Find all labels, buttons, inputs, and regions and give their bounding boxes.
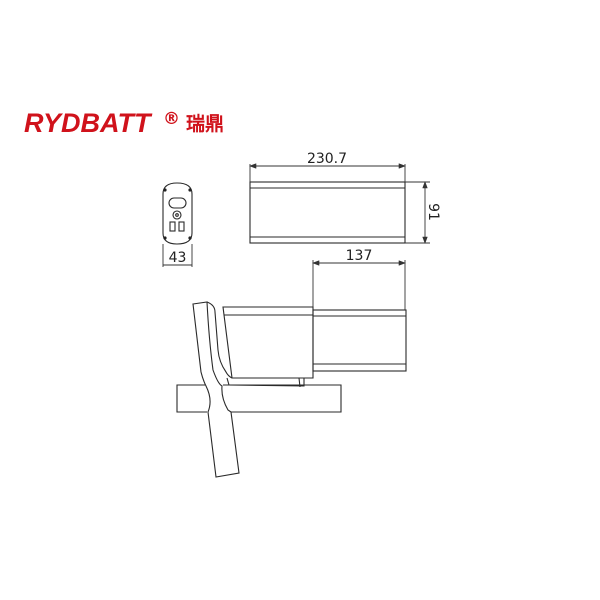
mounted-view: 137 xyxy=(176,248,407,478)
length-dimension: 230.7 xyxy=(307,151,347,167)
width-dimension: 43 xyxy=(169,250,187,266)
height-dimension: 91 xyxy=(425,203,441,221)
end-view: 43 xyxy=(162,182,193,267)
logo-chinese: 瑞鼎 xyxy=(186,112,224,135)
side-view: 230.7 91 xyxy=(249,151,441,244)
logo-brand: RYDBATT xyxy=(24,108,153,138)
mount-length-dimension: 137 xyxy=(346,248,373,264)
logo-registered: ® xyxy=(163,109,180,129)
brand-logo: RYDBATT ® 瑞鼎 xyxy=(24,108,224,138)
